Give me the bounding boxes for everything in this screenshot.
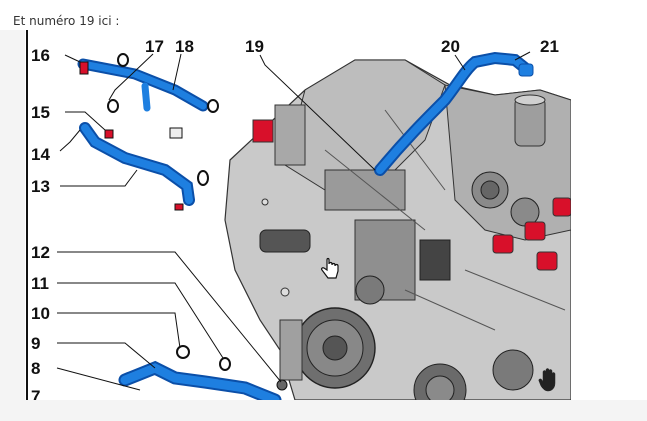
callout-8: 8: [31, 359, 40, 378]
parts-diagram: 16 17 18 15 14 13 19 20 21 12 11 10 9 8 …: [31, 37, 571, 400]
callout-21: 21: [540, 37, 559, 56]
callout-16: 16: [31, 46, 50, 65]
callout-20: 20: [441, 37, 460, 56]
callout-7: 7: [31, 387, 40, 400]
callout-15: 15: [31, 103, 50, 122]
engine-illustration: [224, 59, 571, 400]
callout-9: 9: [31, 334, 40, 353]
callout-11: 11: [31, 274, 49, 293]
callout-17: 17: [145, 37, 164, 56]
hose-20: [374, 51, 534, 176]
callout-13: 13: [31, 177, 50, 196]
bottom-strip: [0, 400, 647, 421]
right-margin: [571, 30, 647, 421]
left-gutter: [0, 30, 25, 421]
callout-14: 14: [31, 145, 50, 164]
callout-19: 19: [245, 37, 264, 56]
parts-diagram-viewer[interactable]: 16 17 18 15 14 13 19 20 21 12 11 10 9 8 …: [25, 30, 571, 400]
leader-lines: [56, 51, 531, 391]
pipe-8: [118, 345, 288, 400]
pipe-13: [79, 122, 209, 211]
pipe-17-18: [77, 53, 219, 139]
caption-text: Et numéro 19 ici :: [13, 14, 120, 28]
callout-12: 12: [31, 243, 50, 262]
hand-cursor-icon: [321, 257, 339, 279]
callout-10: 10: [31, 304, 50, 323]
hand-pan-icon[interactable]: [538, 368, 560, 392]
diagram-left-border: [26, 30, 28, 400]
callout-18: 18: [175, 37, 194, 56]
